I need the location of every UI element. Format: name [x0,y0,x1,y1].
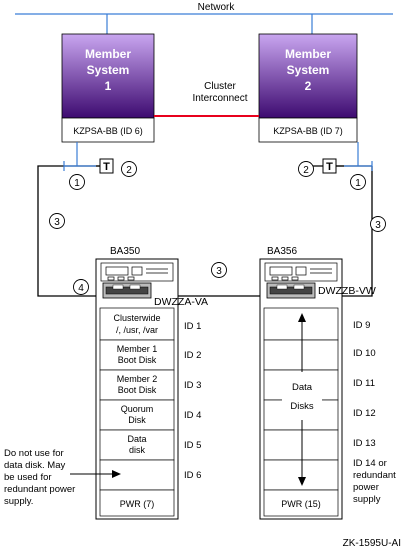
ba350-adapter-label: DWZZA-VA [154,296,208,308]
system-1-adapter: KZPSA-BB (ID 6) [73,126,143,136]
ba350-slot4-line2: Disk [128,415,146,425]
callout-2-right: 2 [298,161,314,177]
ba356-id14-line4: supply [353,494,381,505]
svg-text:3: 3 [375,220,381,231]
system-2-line3: 2 [305,79,312,93]
system-2-line2: System [287,63,330,77]
ba356-id9: ID 9 [353,320,370,331]
interconnect-label-1: Cluster [204,81,236,92]
system-1-line2: System [87,63,130,77]
ba356-data-disks-line2: Disks [290,401,313,412]
ba350-slot2-line2: Boot Disk [118,355,157,365]
network-label: Network [198,2,236,13]
ba350-id1: ID 1 [184,321,201,332]
ba356-id14-line2: redundant [353,470,396,481]
callout-1-left: 1 [69,174,85,190]
ba350-label: BA350 [110,246,140,257]
ba356-id14-line1: ID 14 or [353,458,387,469]
cluster-interconnect: Cluster Interconnect [154,81,259,117]
svg-text:3: 3 [216,266,222,277]
ba350-slot3-line2: Boot Disk [118,385,157,395]
ba350-slot5-line2: disk [129,445,146,455]
member-system-1: Member System 1 KZPSA-BB (ID 6) [61,33,155,143]
ba350-slots [99,307,175,517]
ba356-front-panel [264,262,338,282]
system-1-line1: Member [85,47,131,61]
ba350-id3: ID 3 [184,380,201,391]
note-line2: data disk. May [4,460,65,471]
ba356-data-disks-line1: Data [292,382,313,393]
dwzzb-vw-connector [266,282,316,299]
ba350-slot3-line1: Member 2 [117,374,158,384]
slot-usage-note: Do not use for data disk. May be used fo… [4,448,121,507]
member-system-2: Member System 2 KZPSA-BB (ID 7) [258,33,358,143]
ba350-slot4-line1: Quorum [121,404,154,414]
svg-text:1: 1 [74,178,80,189]
note-line1: Do not use for [4,448,64,459]
ba350-id4: ID 4 [184,410,201,421]
network: Network [15,2,393,34]
svg-text:3: 3 [54,217,60,228]
ba350-pwr: PWR (7) [120,499,155,509]
note-line5: supply. [4,496,33,507]
ba356-id14-line3: power [353,482,379,493]
dwzza-va-connector [102,282,152,299]
adapter-connections [63,142,373,171]
callout-1-right: 1 [350,174,366,190]
ba356-id13: ID 13 [353,438,376,449]
callout-2-left: 2 [121,161,137,177]
data-disks-arrow [282,313,322,486]
svg-text:2: 2 [303,165,309,176]
ba350-slot1-line2: /, /usr, /var [116,325,158,335]
ba356-id12: ID 12 [353,408,376,419]
ba350-enclosure: BA350 DWZZA-VA [95,246,208,520]
ba356-enclosure: BA356 DWZZB-VW [259,246,396,520]
ba350-slot2-line1: Member 1 [117,344,158,354]
callout-4-left: 4 [73,279,89,295]
ba356-id11: ID 11 [353,378,375,389]
ba350-slot1-line1: Clusterwide [113,313,160,323]
terminator-right: T [322,158,344,174]
callout-3-middle: 3 [211,262,227,278]
note-line3: be used for [4,472,52,483]
ba356-id10: ID 10 [353,348,376,359]
interconnect-label-2: Interconnect [192,93,247,104]
ba350-slot5-line1: Data [127,434,146,444]
note-line4: redundant power [4,484,75,495]
figure-id: ZK-1595U-AI [343,538,401,549]
ba356-adapter-label: DWZZB-VW [318,285,376,297]
callout-3-right: 3 [370,216,386,232]
system-1-line3: 1 [105,79,112,93]
svg-text:4: 4 [78,283,84,294]
terminator-right-label: T [326,161,333,173]
ba356-pwr: PWR (15) [281,499,321,509]
callout-3-left: 3 [49,213,65,229]
svg-text:2: 2 [126,165,132,176]
system-2-adapter: KZPSA-BB (ID 7) [273,126,343,136]
terminator-left: T [96,158,114,174]
ba350-front-panel [100,262,174,282]
terminator-left-label: T [103,161,110,173]
ba356-label: BA356 [267,246,297,257]
ba350-id6: ID 6 [184,470,201,481]
svg-text:1: 1 [355,178,361,189]
ba350-id5: ID 5 [184,440,201,451]
ba350-id2: ID 2 [184,350,201,361]
system-2-line1: Member [285,47,331,61]
